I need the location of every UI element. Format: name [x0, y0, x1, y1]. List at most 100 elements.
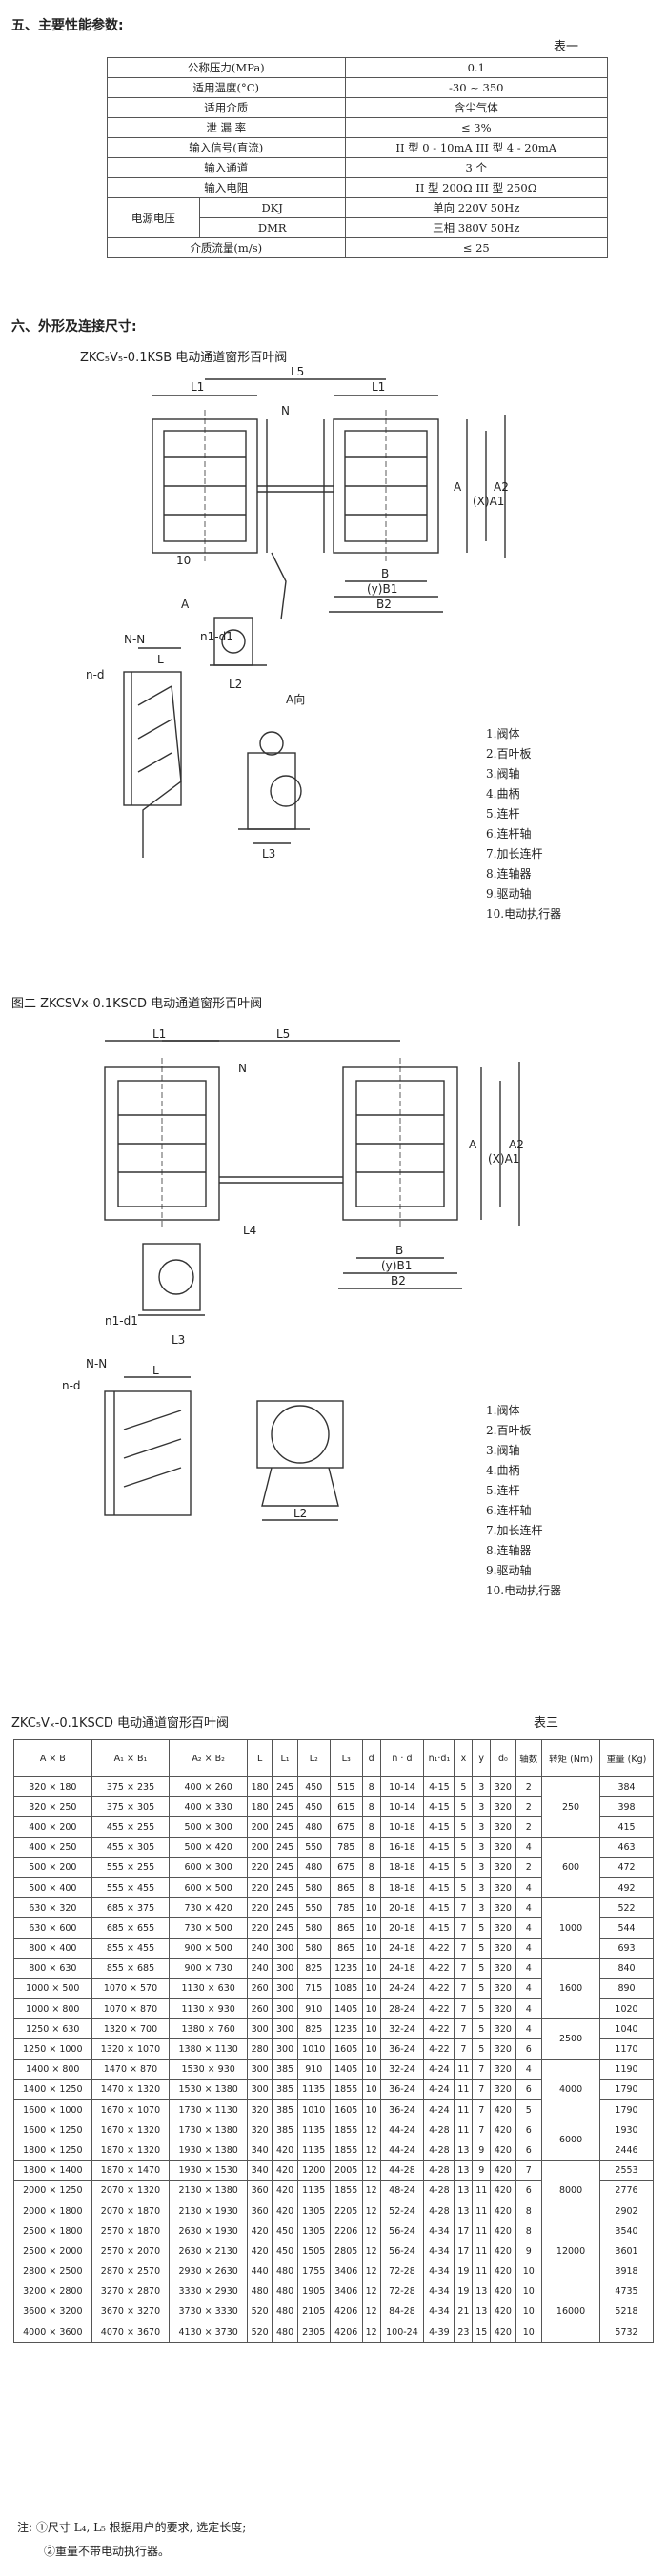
- table-cell: 19: [454, 2281, 474, 2302]
- table-cell: 1930: [599, 2120, 654, 2141]
- fig1-label-n1d1: n1-d1: [200, 630, 233, 643]
- table-cell: 4130 × 3730: [169, 2322, 248, 2343]
- legend-item: 7.加长连杆: [486, 1524, 543, 1537]
- table-cell: 1730 × 1380: [169, 2120, 248, 2141]
- table-cell: 910: [296, 2059, 331, 2080]
- table-cell: 1790: [599, 2099, 654, 2121]
- table-cell: 13: [454, 2180, 474, 2201]
- fig2-label-L1: L1: [152, 1029, 166, 1041]
- table-cell: 2: [515, 1856, 543, 1878]
- spec-value: II 型 0 - 10mA III 型 4 - 20mA: [344, 137, 609, 158]
- legend-item: 9.驱动轴: [486, 887, 532, 901]
- table-cell: 220: [246, 1876, 273, 1899]
- table-cell: 4-28: [423, 2120, 455, 2141]
- table-cell: 480: [296, 1856, 331, 1878]
- table-cell: 4000 × 3600: [13, 2322, 92, 2343]
- table-cell: 320: [246, 2099, 273, 2121]
- section5-title: 五、主要性能参数:: [11, 18, 124, 33]
- table-cell: 455 × 255: [91, 1816, 171, 1838]
- table-cell: 1600 × 1000: [13, 2099, 92, 2121]
- table-cell: 8: [361, 1836, 381, 1858]
- table-cell: 20-18: [379, 1897, 425, 1919]
- table-cell: 1530 × 1380: [169, 2079, 248, 2101]
- fig1-label-B1: (y)B1: [367, 582, 397, 596]
- table-cell: 10: [361, 2099, 381, 2121]
- table-cell: 4: [515, 1998, 543, 2020]
- table-cell: 8: [361, 1816, 381, 1838]
- table-cell: 10: [361, 1897, 381, 1919]
- table-cell: 250: [541, 1776, 601, 1838]
- table-cell: 385: [272, 2120, 298, 2141]
- table-cell: 1800 × 1250: [13, 2140, 92, 2161]
- table-cell: 515: [329, 1775, 363, 1798]
- table-cell: 12: [361, 2301, 381, 2323]
- figure1-title: ZKC₅V₅-0.1KSB 电动通道窗形百叶阀: [80, 351, 288, 365]
- table-cell: 6: [515, 2180, 543, 2201]
- table-header: y: [472, 1739, 492, 1777]
- fig1-label-L1: L1: [191, 380, 204, 394]
- legend-item: 10.电动执行器: [486, 1584, 562, 1597]
- table-cell: 420: [490, 2099, 516, 2121]
- legend-item: 6.连杆轴: [486, 827, 532, 841]
- table-cell: 4-15: [423, 1775, 455, 1798]
- table-cell: 2206: [329, 2221, 363, 2242]
- table-header: L₁: [272, 1739, 298, 1777]
- table-cell: 1235: [329, 2018, 363, 2040]
- table-header: L₃: [329, 1739, 363, 1777]
- table-cell: 11: [472, 2261, 492, 2282]
- table-cell: 550: [296, 1897, 331, 1919]
- legend-item: 6.连杆轴: [486, 1504, 532, 1517]
- table-cell: 320: [490, 1998, 516, 2020]
- table-cell: 4-34: [423, 2301, 455, 2323]
- table-cell: 9: [472, 2160, 492, 2181]
- table-cell: 320 × 180: [13, 1775, 92, 1798]
- table-cell: 2: [515, 1775, 543, 1798]
- table-cell: 630 × 320: [13, 1897, 92, 1919]
- table-cell: 1380 × 1130: [169, 2038, 248, 2060]
- table-cell: 2000 × 1800: [13, 2200, 92, 2222]
- table-cell: 16-18: [379, 1836, 425, 1858]
- table-cell: 420: [490, 2221, 516, 2242]
- table-cell: 5: [472, 1957, 492, 1979]
- table-cell: 5: [454, 1816, 474, 1838]
- table-cell: 675: [329, 1856, 363, 1878]
- table-cell: 4-24: [423, 2079, 455, 2101]
- table-cell: 500 × 300: [169, 1816, 248, 1838]
- table-cell: 11: [454, 2099, 474, 2121]
- table-cell: 12: [361, 2281, 381, 2302]
- table-cell: 72-28: [379, 2261, 425, 2282]
- table-cell: 12: [361, 2160, 381, 2181]
- table-cell: 18-18: [379, 1876, 425, 1899]
- spec-value: ≤ 25: [344, 237, 609, 258]
- table-cell: 500 × 420: [169, 1836, 248, 1858]
- table-cell: 3540: [599, 2221, 654, 2242]
- table-cell: 450: [272, 2241, 298, 2262]
- table-cell: 20-18: [379, 1917, 425, 1939]
- legend-item: 8.连轴器: [486, 1544, 532, 1557]
- spec-row: 适用介质含尘气体: [107, 97, 609, 118]
- table-cell: 4-34: [423, 2221, 455, 2242]
- table-cell: 320 × 250: [13, 1796, 92, 1818]
- table-cell: 1130 × 930: [169, 1998, 248, 2020]
- fig2-label-n1d1: n1-d1: [105, 1314, 138, 1328]
- table-cell: 1670 × 1070: [91, 2099, 171, 2121]
- table-cell: 300: [272, 2018, 298, 2040]
- table-cell: 17: [454, 2241, 474, 2262]
- fig2-label-N: N: [238, 1062, 247, 1075]
- table-cell: 500 × 400: [13, 1876, 92, 1899]
- table-cell: 10: [515, 2281, 543, 2302]
- table-cell: 36-24: [379, 2099, 425, 2121]
- table-cell: 5: [515, 2099, 543, 2121]
- table-cell: 2630 × 1930: [169, 2221, 248, 2242]
- table-cell: 1070 × 870: [91, 1998, 171, 2020]
- table-cell: 4: [515, 1897, 543, 1919]
- table-cell: 4735: [599, 2281, 654, 2302]
- table-cell: 4-34: [423, 2281, 455, 2302]
- table-cell: 24-24: [379, 1978, 425, 2000]
- table-header: A × B: [13, 1739, 92, 1777]
